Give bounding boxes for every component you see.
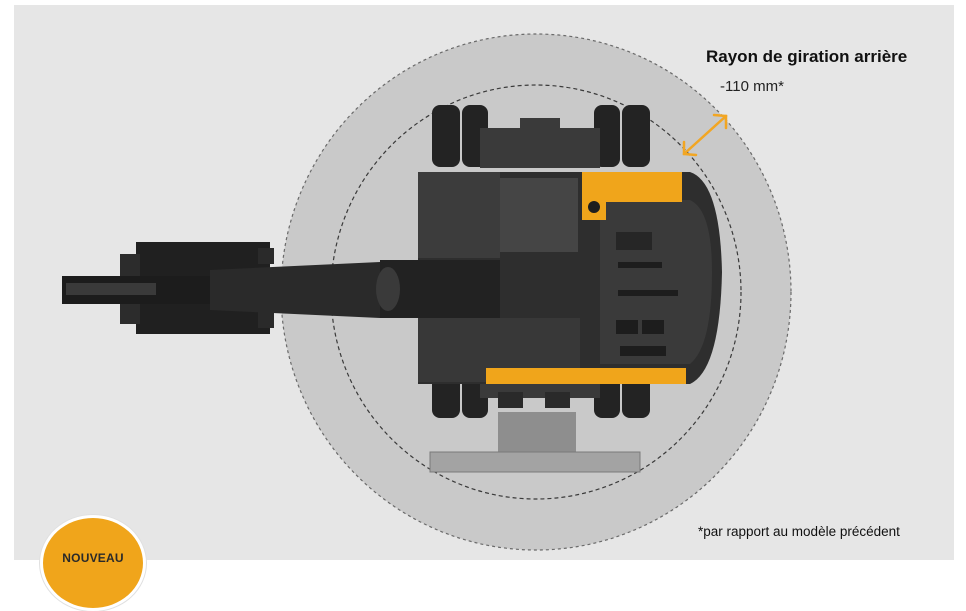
boom-arm [62, 260, 500, 318]
excavator-topview-illustration [62, 33, 792, 551]
image-stage: Rayon de giration arrière -110 mm* *par … [14, 5, 954, 611]
swing-radius-value: -110 mm* [720, 78, 784, 95]
new-badge: NOUVEAU [40, 515, 146, 611]
new-badge-label: NOUVEAU [62, 551, 124, 565]
yellow-accents [486, 172, 686, 384]
swing-radius-arrow [682, 113, 728, 157]
swing-radius-title: Rayon de giration arrière [706, 47, 908, 66]
footnote: *par rapport au modèle précédent [698, 524, 900, 539]
rear-blade [429, 412, 641, 473]
